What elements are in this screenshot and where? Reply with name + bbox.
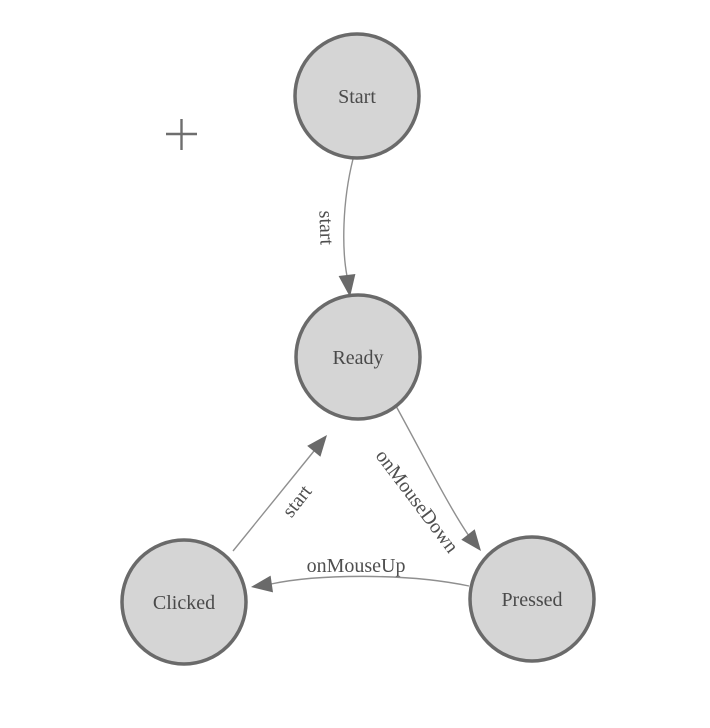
edge-path[interactable] xyxy=(232,450,315,552)
node-label: Start xyxy=(338,86,376,108)
arrowhead-icon xyxy=(338,274,356,297)
state-node-start[interactable]: Start xyxy=(293,32,421,160)
node-circle[interactable] xyxy=(293,32,421,160)
node-circle[interactable] xyxy=(120,538,248,666)
state-node-pressed[interactable]: Pressed xyxy=(468,535,596,663)
edge-label: start xyxy=(314,210,337,246)
node-circle[interactable] xyxy=(294,293,422,421)
node-label: Ready xyxy=(332,347,383,369)
state-node-ready[interactable]: Ready xyxy=(294,293,422,421)
node-circle[interactable] xyxy=(468,535,596,663)
edge-label: start xyxy=(278,481,317,522)
edge-path[interactable] xyxy=(343,158,354,277)
edge-label: onMouseDown xyxy=(371,446,463,558)
edge-path[interactable] xyxy=(395,405,470,537)
edge-ready-to-pressed[interactable]: onMouseDown xyxy=(371,405,481,558)
edge-pressed-to-clicked[interactable]: onMouseUp xyxy=(251,555,470,593)
node-label: Pressed xyxy=(501,589,562,611)
edge-path[interactable] xyxy=(270,575,470,587)
arrowhead-icon xyxy=(307,435,327,457)
state-node-clicked[interactable]: Clicked xyxy=(120,538,248,666)
edge-label: onMouseUp xyxy=(307,555,406,577)
node-label: Clicked xyxy=(153,592,215,614)
edge-start-to-ready[interactable]: start xyxy=(314,158,356,297)
arrowhead-icon xyxy=(461,529,481,551)
edge-clicked-to-ready[interactable]: start xyxy=(232,435,327,552)
arrowhead-icon xyxy=(251,575,273,593)
origin-cross-icon xyxy=(166,119,197,150)
